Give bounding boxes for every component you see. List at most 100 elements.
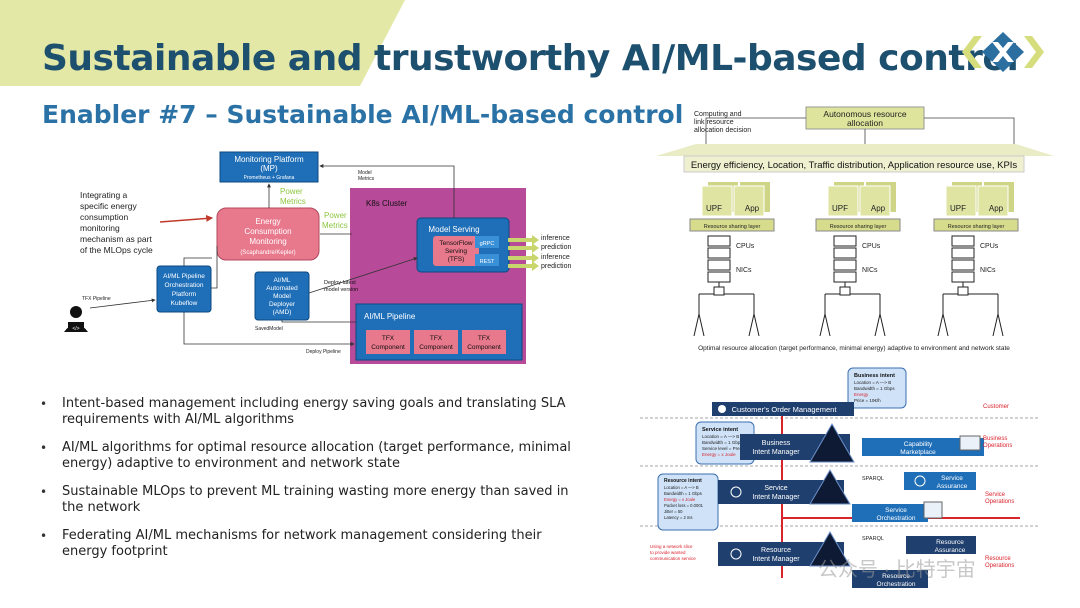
svg-text:Energy: Energy (255, 217, 280, 226)
svg-text:Energy efficiency, Location, T: Energy efficiency, Location, Traffic dis… (691, 160, 1018, 171)
svg-text:Automated: Automated (266, 285, 298, 292)
svg-text:Customer's Order Management: Customer's Order Management (732, 405, 838, 414)
svg-text:Price = 10€/h: Price = 10€/h (854, 398, 881, 403)
bullet-item: Sustainable MLOps to prevent ML training… (40, 484, 580, 516)
svg-text:Component: Component (419, 344, 453, 351)
svg-text:Assurance: Assurance (937, 483, 968, 490)
svg-text:Deployer: Deployer (269, 301, 296, 308)
compute-node-stack: UPF App Resource sharing layer CPUs NICs (933, 182, 1019, 337)
mlops-diagram: Integrating a specific energy consumptio… (64, 151, 571, 364)
svg-text:Bandwidth = 1 Gbps: Bandwidth = 1 Gbps (664, 491, 702, 496)
slide-title: Sustainable and trustworthy AI/ML-based … (42, 38, 1019, 79)
svg-text:Component: Component (371, 344, 405, 351)
svg-text:Service intent: Service intent (702, 427, 738, 433)
svg-text:Resource intent: Resource intent (664, 478, 702, 484)
svg-text:Location = A —> B: Location = A —> B (702, 434, 739, 439)
svg-text:App: App (871, 204, 886, 213)
svg-text:Power: Power (280, 187, 303, 196)
svg-text:Service: Service (985, 492, 1006, 498)
energy-band (683, 155, 1025, 173)
svg-text:Metrics: Metrics (280, 197, 306, 206)
svg-text:allocation decision: allocation decision (694, 127, 751, 134)
svg-text:Energy: Energy (854, 392, 869, 397)
svg-text:prediction: prediction (541, 263, 571, 270)
capability-marketplace-box (862, 438, 984, 456)
svg-text:Marketplace: Marketplace (900, 449, 936, 456)
svg-text:allocation: allocation (847, 118, 883, 128)
watermark-text: 公众号 · 比特宇宙 (818, 558, 976, 581)
svg-text:CPUs: CPUs (736, 243, 755, 250)
header-accent-band (0, 0, 405, 86)
svg-text:Autonomous resource: Autonomous resource (823, 109, 906, 119)
svg-text:(AMD): (AMD) (273, 309, 292, 316)
svg-text:Serving: Serving (445, 248, 467, 255)
svg-text:Intent Manager: Intent Manager (752, 494, 800, 501)
svg-text:NICs: NICs (980, 267, 996, 274)
svg-text:Platform: Platform (172, 291, 196, 298)
svg-text:(TFS): (TFS) (448, 256, 465, 263)
svg-text:Service: Service (941, 475, 963, 482)
svg-text:TensorFlow: TensorFlow (439, 240, 473, 247)
svg-text:to provide wanted: to provide wanted (650, 550, 686, 555)
svg-text:Model: Model (358, 170, 372, 176)
svg-text:</>: </> (72, 326, 79, 332)
tfx-component: TFX Component (414, 330, 458, 354)
svg-text:Resource sharing layer: Resource sharing layer (704, 224, 761, 230)
svg-text:TFX: TFX (430, 335, 443, 342)
svg-text:specific energy: specific energy (80, 201, 137, 211)
svg-text:Jitter = 50: Jitter = 50 (664, 509, 683, 514)
svg-text:inference: inference (541, 254, 570, 261)
svg-text:Component: Component (467, 344, 501, 351)
svg-text:Operations: Operations (985, 563, 1014, 569)
customer-order-management-box (712, 402, 854, 416)
svg-text:Integrating a: Integrating a (80, 190, 128, 200)
monitoring-platform-box (219, 151, 319, 183)
svg-text:Business intent: Business intent (854, 373, 895, 379)
svg-text:communication service: communication service (650, 556, 696, 561)
k8s-label: K8s Cluster (366, 199, 408, 208)
svg-text:Deploy Pipeline: Deploy Pipeline (306, 349, 341, 355)
svg-text:Intent Manager: Intent Manager (752, 556, 800, 563)
svg-text:inference: inference (541, 235, 570, 242)
svg-text:Power: Power (324, 211, 347, 220)
svg-text:Energy = x Joule: Energy = x Joule (664, 497, 696, 502)
tfx-component: TFX Component (462, 330, 506, 354)
svg-text:CPUs: CPUs (862, 243, 881, 250)
svg-text:Metrics: Metrics (358, 176, 375, 182)
bullet-item: Intent-based management including energy… (40, 396, 580, 428)
svg-text:Assurance: Assurance (935, 547, 966, 554)
svg-text:SPARQL: SPARQL (862, 536, 884, 542)
svg-text:Service level = Premium: Service level = Premium (702, 446, 751, 451)
svg-text:SPARQL: SPARQL (862, 476, 884, 482)
svg-text:Resource sharing layer: Resource sharing layer (948, 224, 1005, 230)
svg-text:Prometheus + Grafana: Prometheus + Grafana (244, 175, 295, 181)
svg-text:Latency = 2 ms: Latency = 2 ms (664, 515, 693, 520)
tfx-component: TFX Component (366, 330, 410, 354)
svg-text:Resource: Resource (985, 556, 1011, 562)
svg-text:Consumption: Consumption (244, 227, 291, 236)
svg-text:Packet loss = 0.0001: Packet loss = 0.0001 (664, 503, 704, 508)
svg-text:App: App (989, 204, 1004, 213)
svg-text:(Scaphandre/Kepler): (Scaphandre/Kepler) (240, 250, 295, 256)
svg-text:CPUs: CPUs (980, 243, 999, 250)
svg-text:Resource: Resource (936, 539, 964, 546)
svg-text:Location = A —> B: Location = A —> B (664, 485, 699, 490)
svg-text:Business: Business (983, 436, 1007, 442)
svg-text:prediction: prediction (541, 244, 571, 251)
svg-text:Service: Service (764, 485, 787, 492)
svg-text:Resource: Resource (882, 573, 910, 580)
svg-text:Operations: Operations (983, 443, 1012, 449)
slide-subtitle: Enabler #7 – Sustainable AI/ML-based con… (42, 100, 684, 129)
svg-text:Kubeflow: Kubeflow (171, 300, 198, 307)
svg-text:NICs: NICs (736, 267, 752, 274)
svg-text:of the MLOps cycle: of the MLOps cycle (80, 245, 153, 255)
service-orchestration-box (852, 504, 928, 522)
svg-text:link resource: link resource (694, 119, 734, 126)
svg-text:Metrics: Metrics (322, 221, 348, 230)
svg-text:gRPC: gRPC (480, 241, 495, 247)
svg-text:REST: REST (480, 259, 495, 265)
svg-text:(MP): (MP) (260, 164, 278, 173)
svg-text:Resource sharing layer: Resource sharing layer (830, 224, 887, 230)
svg-text:Customer: Customer (983, 404, 1009, 410)
resource-assurance-box (906, 536, 976, 554)
